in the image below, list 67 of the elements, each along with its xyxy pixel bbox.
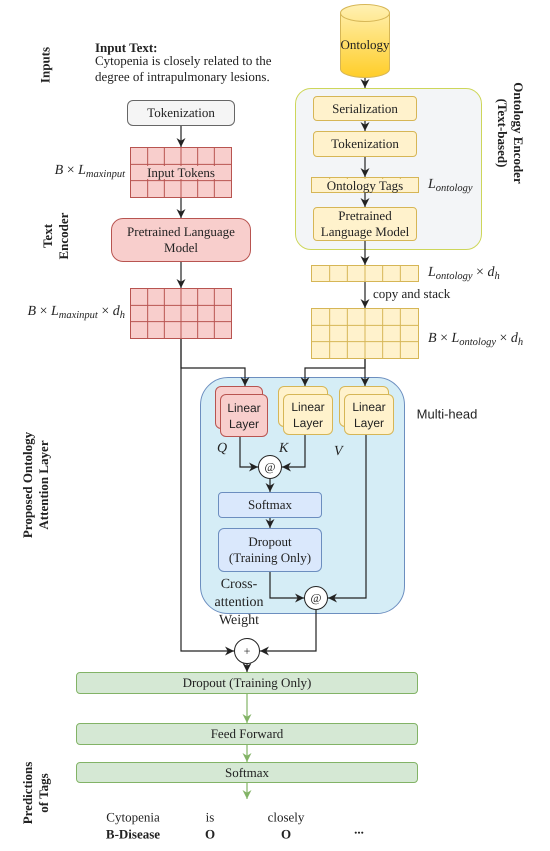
- section-label: Predictions of Tags: [20, 760, 52, 826]
- arrow: [360, 359, 370, 386]
- dimension-text: B × L$_{maxinput}$ × d$_{h}$: [26, 303, 125, 321]
- process-box: Softmax: [76, 762, 418, 783]
- token-grid: [130, 288, 232, 339]
- dimension-text: B × L$_{maxinput}$: [54, 162, 125, 180]
- token-tag-text: Cytopenia: [106, 808, 160, 826]
- process-box: Feed Forward: [76, 723, 418, 745]
- dimension-text: Q: [217, 440, 228, 458]
- process-box: Dropout (Training Only): [76, 672, 418, 694]
- dimension-text: L$_{ontology}$ × d$_{h}$: [428, 264, 500, 282]
- arrow: [269, 572, 304, 602]
- token-tag-text: is: [206, 808, 214, 826]
- arrow: [242, 663, 252, 672]
- section-label: Input Text:: [95, 39, 158, 56]
- node-label: Ontology: [340, 36, 390, 54]
- arrow: [360, 121, 370, 131]
- arrow: [282, 435, 306, 472]
- dimension-text: B × L$_{ontology}$ × d$_{h}$: [428, 330, 524, 348]
- arrow: [242, 745, 252, 762]
- grid-label: Input Tokens: [145, 166, 217, 179]
- token-grid: [311, 308, 419, 359]
- panel-heading: Ontology Encoder (Text-based): [494, 81, 526, 186]
- dimension-text: L$_{ontology}$: [428, 176, 473, 194]
- arrow: [360, 78, 370, 88]
- section-label: Inputs: [36, 46, 54, 84]
- arrow: [176, 198, 186, 218]
- arrow: [360, 157, 370, 177]
- section-label: Proposed Ontology Attention Layer: [20, 430, 52, 540]
- token-tag-text: closely: [268, 808, 304, 826]
- arrow: [360, 193, 370, 207]
- dimension-text: V: [334, 443, 343, 461]
- edge-label: copy and stack: [371, 286, 452, 302]
- linear-layer-box: Linear Layer: [220, 394, 268, 437]
- token-tag-text: B-Disease: [106, 825, 160, 844]
- arrow: [260, 610, 317, 656]
- dimension-text: K: [279, 440, 288, 458]
- section-label: Text Encoder: [40, 212, 72, 262]
- arrow: [176, 126, 186, 147]
- arrow: [176, 262, 186, 288]
- token-tag-text: ...: [354, 820, 364, 838]
- arrow: [266, 518, 274, 528]
- process-box: Serialization: [313, 96, 417, 121]
- process-box: Tokenization: [313, 131, 417, 157]
- panel-heading: Multi-head: [416, 405, 478, 424]
- arrow: [328, 435, 367, 602]
- linear-layer-box: Linear Layer: [344, 394, 394, 435]
- token-grid: [311, 177, 419, 193]
- process-box: Dropout (Training Only): [218, 528, 322, 572]
- arrow: [180, 339, 234, 656]
- token-grid: [311, 265, 419, 282]
- grid-label: Ontology Tags: [324, 178, 406, 192]
- token-tag-text: O: [204, 825, 216, 844]
- arrow: [360, 282, 370, 308]
- dimension-text: Cross-attention Weight: [214, 576, 264, 630]
- linear-layer-box: Linear Layer: [283, 394, 333, 435]
- arrow: [242, 783, 252, 799]
- process-box: Softmax: [218, 492, 322, 518]
- token-grid: [130, 147, 232, 198]
- arrow: [360, 241, 370, 265]
- process-box: Tokenization: [127, 100, 235, 126]
- arrow: [242, 694, 252, 723]
- process-box: Pretrained Language Model: [313, 207, 417, 241]
- process-box: Pretrained Language Model: [111, 218, 251, 262]
- arrow: [239, 437, 258, 472]
- token-tag-text: O: [280, 825, 292, 844]
- arrow: [266, 479, 274, 492]
